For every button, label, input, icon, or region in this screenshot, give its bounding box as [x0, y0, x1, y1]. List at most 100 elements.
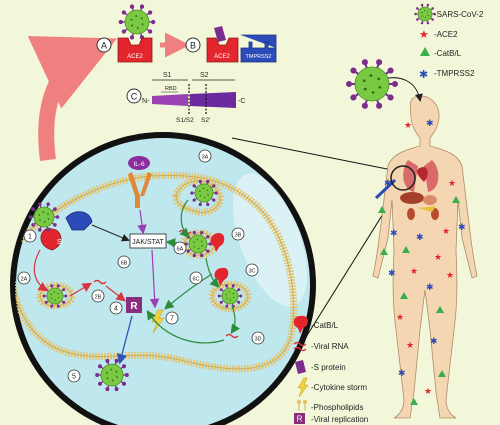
virus-spike-tip	[414, 12, 417, 16]
legend-viral-rna-label: -Viral RNA	[311, 342, 349, 351]
step-marker-label: 7	[170, 316, 174, 323]
arrow-jakstat-down	[149, 249, 160, 309]
cell-virus-endosome-3c	[217, 284, 243, 308]
arrow-3c-to-3d	[230, 305, 240, 334]
virus-spike-tip	[416, 7, 419, 10]
virus-dot	[115, 370, 118, 373]
virus-dot	[199, 194, 202, 197]
body-lungs-right	[424, 160, 439, 192]
virus-spike-tip	[122, 381, 126, 386]
virus-spike-tip	[31, 223, 35, 227]
step-marker-label: 3B	[235, 233, 242, 239]
body-pancreas	[418, 206, 436, 212]
virus-spike-tip	[231, 284, 235, 288]
il6-receptor-right	[140, 172, 152, 196]
virus-dot	[196, 238, 199, 241]
virus-spike-tip	[129, 4, 135, 9]
virus-dot	[111, 379, 114, 382]
arrow-entry-to-2a	[33, 249, 48, 292]
virus-spike-tip	[53, 207, 57, 211]
step-marker-label: 3C	[248, 269, 255, 275]
arrow-3d-to-r	[146, 309, 225, 344]
virus-dot	[58, 296, 60, 299]
legend-s-protein-label: -S protein	[311, 363, 346, 372]
jakstat-label: JAK/STAT	[132, 239, 164, 246]
body-lungs-left	[403, 160, 418, 192]
replication-badge	[126, 297, 142, 313]
virus-dot	[423, 9, 426, 12]
virus-body	[188, 234, 208, 254]
body-ace2-marker: ★	[424, 386, 432, 396]
step-marker-label: 5	[72, 374, 76, 381]
virus-spike-tip	[387, 67, 394, 74]
virus-spike-tip	[151, 19, 156, 25]
step-marker-circle	[251, 331, 265, 345]
body-ace2-marker: ★	[434, 252, 442, 262]
virus-body	[354, 66, 390, 102]
virus-body	[417, 6, 433, 22]
virus-dot	[51, 297, 53, 300]
legend-viral-rna-icon	[293, 341, 307, 352]
cell-glare	[233, 173, 307, 307]
body-kidney-right	[431, 208, 439, 220]
virus-spike-tip	[98, 381, 102, 386]
virus-dot	[200, 240, 203, 243]
big-pink-arrow	[27, 35, 118, 162]
virus-spike-tip	[217, 294, 221, 298]
virus-dot	[201, 245, 203, 247]
legend-top: -SARS-CoV-2 ★ -ACE2 -CatB/L ✱ -TMPRSS2	[414, 3, 484, 81]
panel-c-n-terminus: N-	[142, 98, 150, 105]
step-marker-label: 6C	[192, 277, 199, 283]
virus-dot	[193, 241, 195, 243]
panel-b-ace2-icon	[206, 37, 239, 63]
body-receptor-markers: ★✱★✱★✱✱★★✱★✱★✱★✱★✱	[378, 118, 466, 405]
virus-dot	[232, 292, 234, 295]
virus-spike-tip	[105, 358, 110, 363]
arrow-entry-to-jakstat	[91, 224, 130, 242]
virus-spike-tip	[46, 202, 50, 206]
virus-spike-tip	[420, 21, 424, 25]
virus-body	[100, 363, 124, 387]
panel-b-marker-label: B	[190, 41, 196, 51]
arrow-r-to-exit	[116, 315, 133, 365]
virus-spike-tip	[46, 228, 50, 232]
virus-spike-tip	[350, 67, 357, 74]
virus-spike-tip	[206, 235, 210, 239]
legend-catbl-drop-icon	[293, 315, 308, 334]
virus-dot	[424, 16, 427, 19]
body-tmprss2-marker: ✱	[398, 368, 406, 378]
virus-dot	[225, 293, 227, 296]
arrow-3a-to-3b	[179, 199, 190, 238]
body-magnifier-lens	[390, 165, 416, 191]
virus-spike-tip	[186, 249, 190, 253]
legend-ace2-label: -ACE2	[434, 30, 458, 39]
body-catbl-marker	[402, 246, 410, 253]
step-marker-label: 3D	[254, 337, 261, 343]
virus-dot	[371, 91, 375, 94]
viral-rna-2	[225, 333, 239, 339]
body-catbl-marker	[380, 248, 388, 255]
catbl-in-endosome	[210, 232, 225, 252]
catbl-in-3c	[214, 267, 229, 286]
virus-spike-tip	[56, 284, 60, 288]
virus-dot	[106, 377, 109, 380]
panel-a-marker	[96, 37, 112, 53]
virus-dot	[141, 23, 144, 26]
legend-catbl-icon	[420, 47, 430, 56]
virus-dot	[136, 26, 139, 29]
panel-c-marker	[126, 88, 142, 104]
virus-dot	[53, 291, 56, 293]
virus-dot	[199, 190, 201, 192]
virus-spike-tip	[376, 59, 383, 66]
body-catbl-marker	[452, 196, 460, 203]
virus-dot	[38, 214, 41, 216]
virus-spike-tip	[206, 249, 210, 253]
virus-dot	[377, 77, 381, 81]
step-marker-circle	[198, 149, 212, 163]
virus-dot	[229, 299, 232, 301]
body-tmprss2-marker: ✱	[416, 232, 424, 242]
virus-spike-tip	[62, 300, 66, 304]
